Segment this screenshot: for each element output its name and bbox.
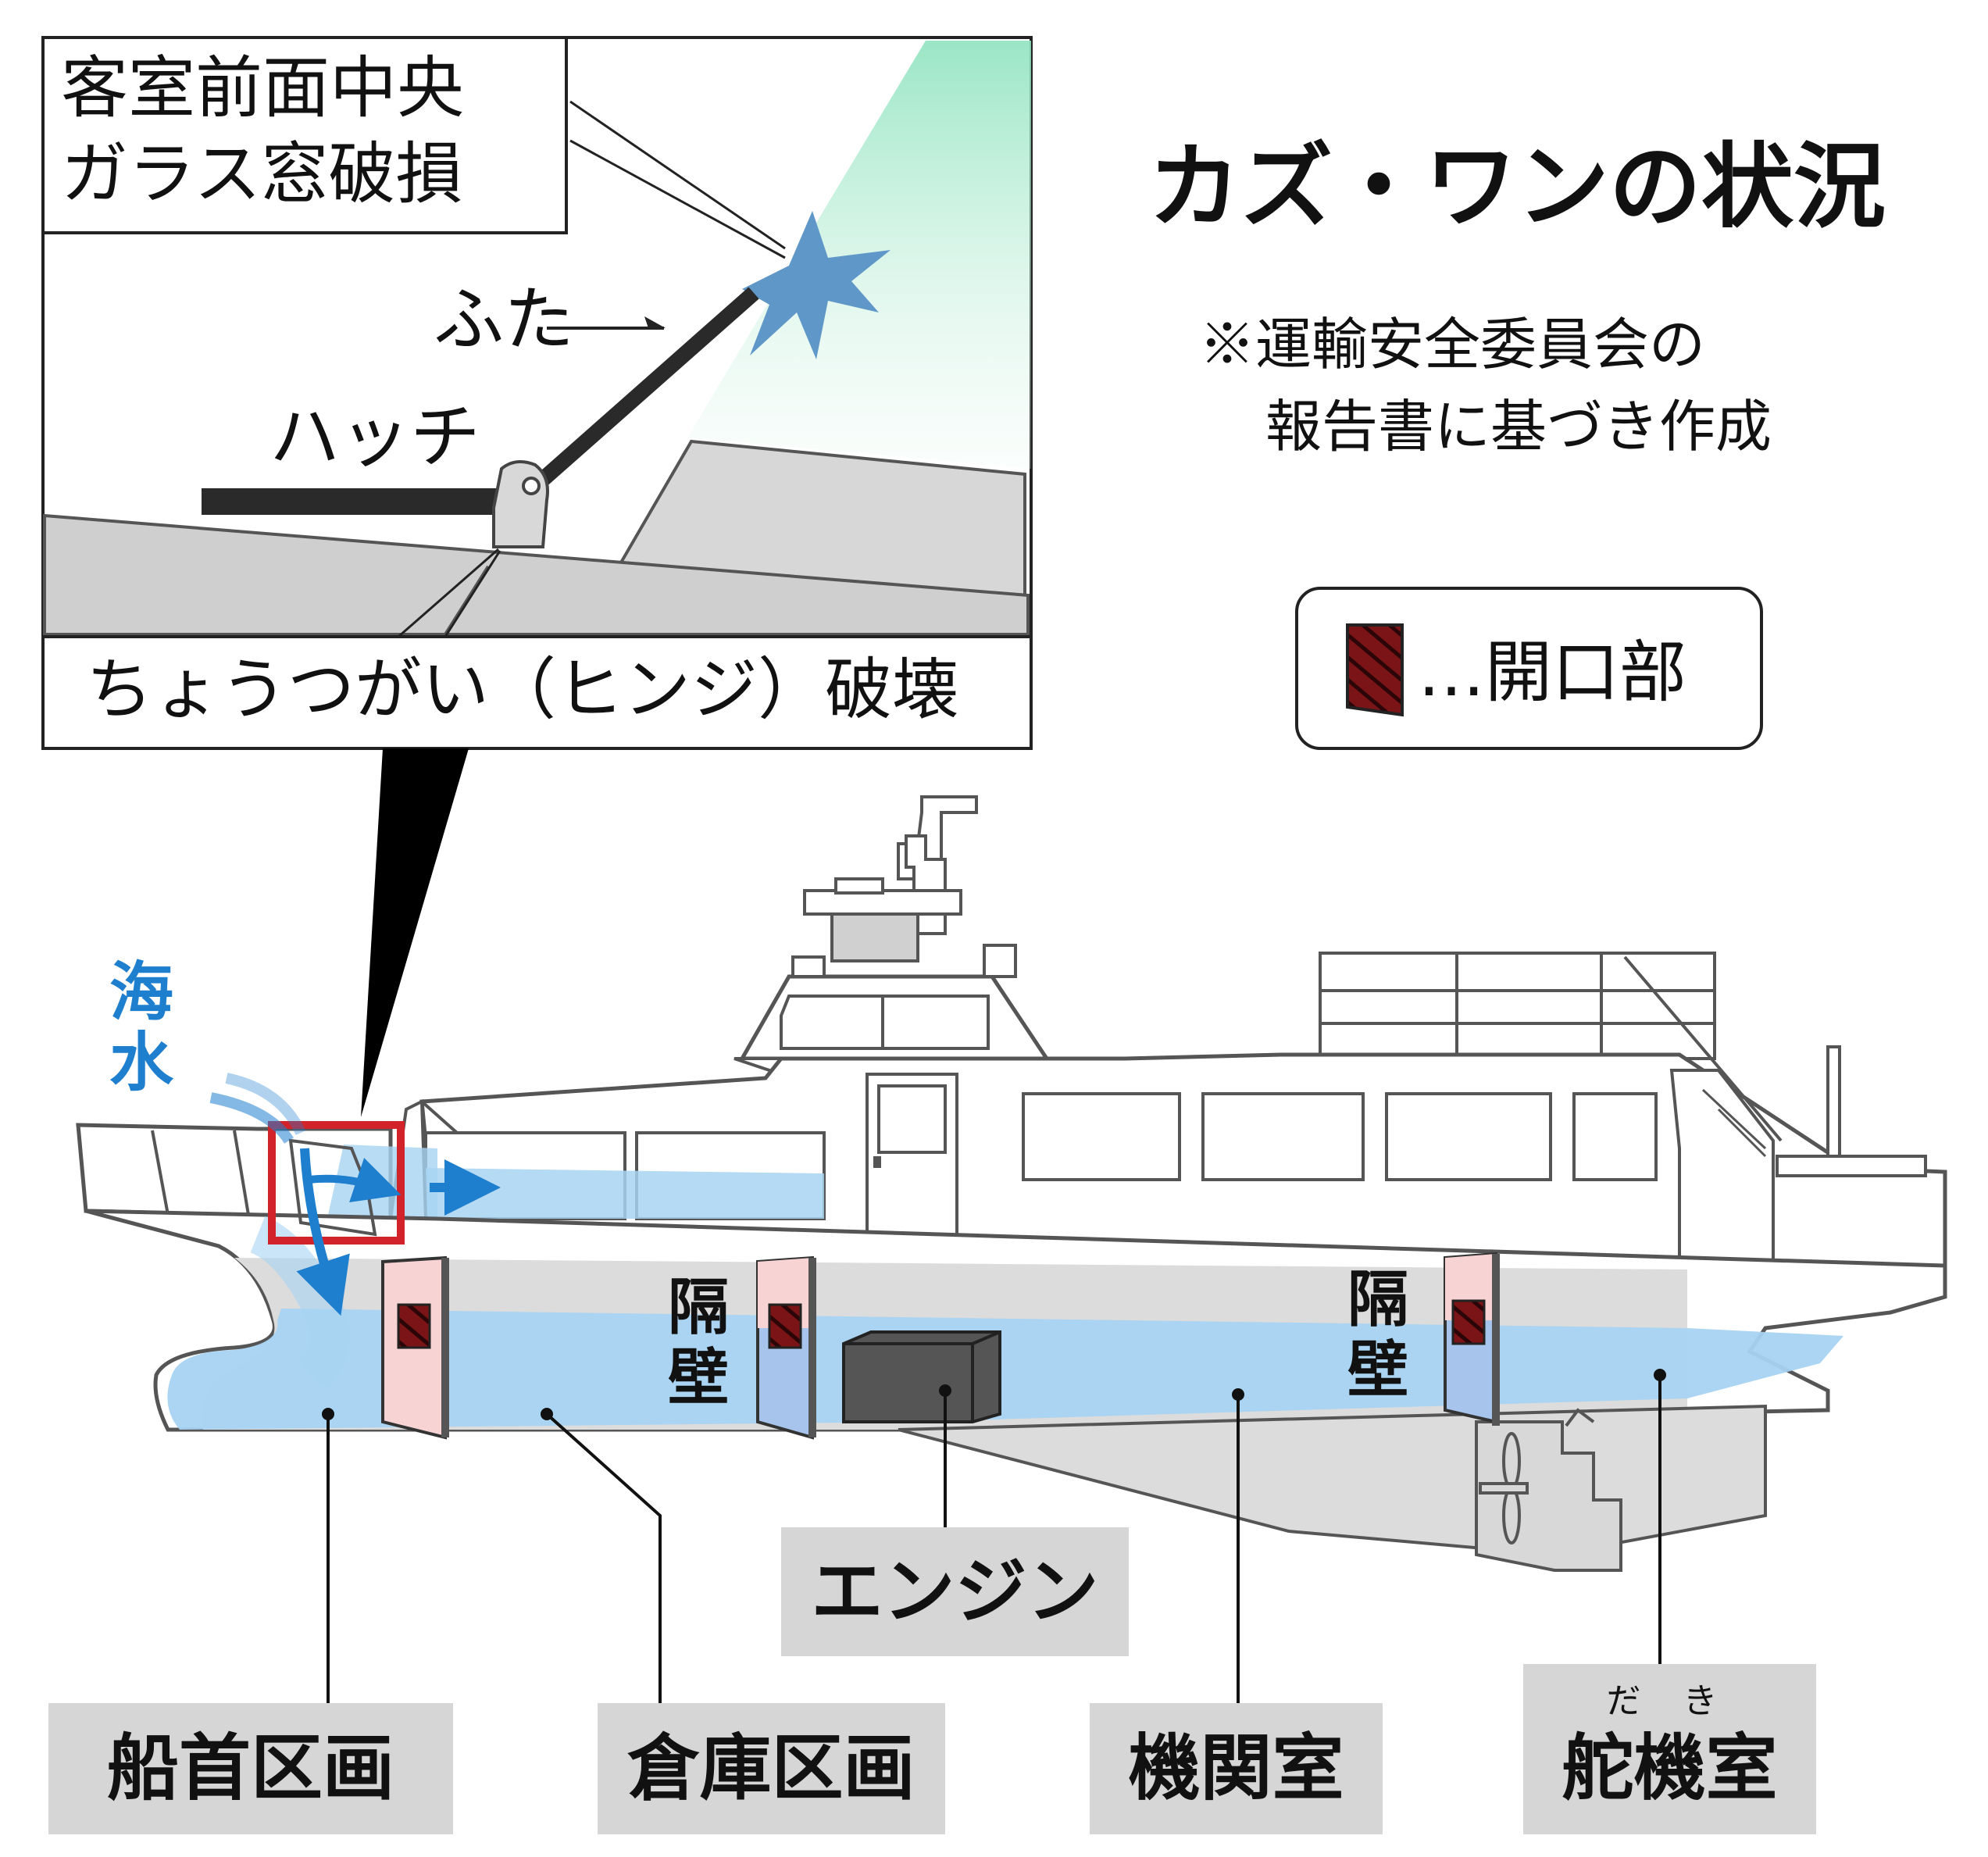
label-box-storage: 倉庫区画 [598,1703,945,1834]
label-box-engine: エンジン [781,1527,1129,1656]
hatch-lid [534,287,759,489]
opening-marker [768,1303,802,1349]
source-note-line-1: ※運輸安全委員会の [1199,312,1706,377]
label-steering-ruby: だ き [1606,1681,1733,1721]
propeller [1479,1432,1529,1545]
label-steering-room: 舵機室 [1561,1727,1778,1810]
legend-opening-swatch [1346,623,1404,717]
opening-marker [397,1303,431,1349]
broken-glass-burst [742,211,890,359]
inset-caption-hinge: ちょうつがい（ヒンジ）破壊 [86,651,959,729]
label-box-bow: 船首区画 [48,1703,453,1834]
seawater-label-1: 海 [109,955,174,1030]
label-storage-compartment: 倉庫区画 [627,1727,915,1810]
legend-label: …開口部 [1418,634,1686,712]
label-engine: エンジン [811,1550,1099,1634]
water-flow-arrows [209,1073,501,1316]
leader-lines [322,1369,1666,1703]
bulkhead-label-2b: 壁 [1347,1335,1409,1405]
bulkhead-label-1a: 隔 [668,1273,730,1343]
hatch-body [202,488,502,515]
bulkhead-label-2a: 隔 [1347,1265,1409,1335]
label-hatch: ハッチ [269,396,480,478]
bulkhead-middle [756,1255,816,1440]
opening-marker [1451,1299,1486,1345]
bulkhead-bow [381,1255,449,1440]
bulkhead-label-1b: 壁 [668,1343,730,1413]
label-engine-room: 機関室 [1128,1727,1344,1810]
hinge [492,460,549,548]
inset-caption-line-1: 客室前面中央 [61,49,464,127]
source-note-line-2: 報告書に基づき作成 [1265,394,1772,459]
page-title: カズ・ワンの状況 [1148,133,1886,241]
bulkhead-stern [1444,1252,1500,1426]
inset-detail [41,36,1033,750]
label-box-steering-room: だ き 舵機室 [1523,1664,1816,1834]
deck-surface [43,513,1030,636]
inset-caption-line-2: ガラス窓破損 [61,135,463,213]
seawater-label-2: 水 [109,1026,174,1100]
label-bow-compartment: 船首区画 [106,1727,394,1810]
label-box-engine-room: 機関室 [1090,1703,1383,1834]
legend [1295,587,1763,750]
inset-pointer [361,748,469,1117]
floodwater [167,1309,1843,1430]
label-futa: ふた [434,279,574,361]
engine-block [842,1330,1001,1423]
